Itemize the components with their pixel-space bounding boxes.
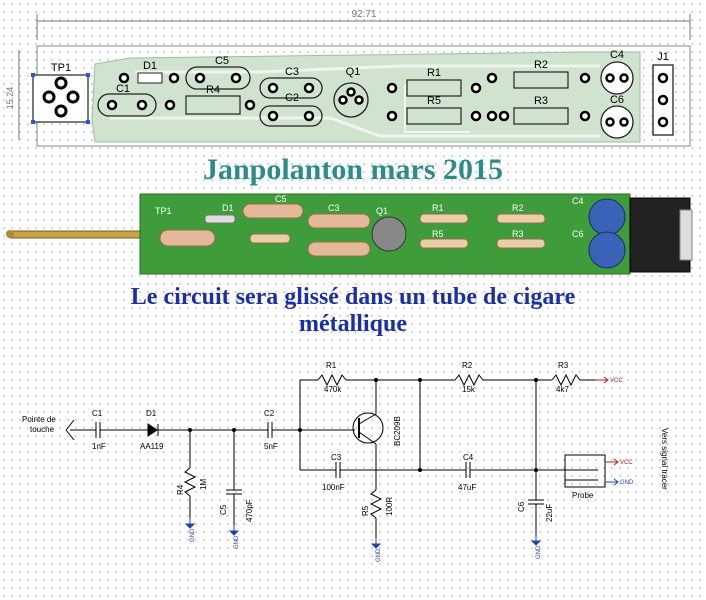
c1-ref: C1 [92,409,103,418]
c3-ref: C3 [331,453,342,462]
photo-label-d1: D1 [222,203,234,213]
r1-vcc-label: VCC [610,378,623,384]
pcb-width-dimension: 92.71 [351,9,376,20]
pcb-label-c1: C1 [116,83,130,95]
subtitle: Le circuit sera glissé dans un tube de c… [0,284,706,338]
r4-ref: R4 [176,484,185,495]
pcb-label-c4: C4 [610,49,624,61]
assembled-pcb-photo: TP1 D1 C5 C3 Q1 R1 R5 R2 R3 C4 C6 [6,193,693,275]
c5-value: 470pF [245,499,254,522]
pcb-label-q1: Q1 [346,66,361,78]
pcb-label-c3: C3 [285,66,299,78]
photo-label-r3: R3 [512,229,524,239]
c2-value: 5nF [264,442,278,451]
c6-ref: C6 [517,501,526,512]
signal-tracer-note: Vers signal tracer [660,428,669,490]
probe-tip-label-2: touche [30,425,55,434]
r5-value: 100R [385,497,394,516]
c5-ref: C5 [219,504,228,515]
d1-value: AA119 [140,442,164,451]
c4-value: 47uF [458,483,476,492]
q1-value: BC209B [393,416,402,446]
photo-label-r2: R2 [512,203,524,213]
photo-label-c6: C6 [572,229,584,239]
photo-label-q1: Q1 [376,206,388,216]
page-title: Janpolanton mars 2015 [202,153,504,186]
c2-ref: C2 [264,409,275,418]
c5-gnd-label: GND [234,535,240,549]
photo-label-tp1: TP1 [155,206,172,216]
c1-value: 1nF [92,442,106,451]
r2-value: 15k [462,385,476,394]
pcb-label-j1: J1 [657,51,669,63]
pcb-height-dimension: 15.24 [5,87,15,110]
probe-gnd-label: GND [620,480,634,486]
photo-label-c5: C5 [275,194,287,204]
schematic: Pointe de touche C1 1nF D1 AA119 C2 5nF … [22,361,669,562]
pcb-layout: 92.71 15.24 TP1 D1 C1 C5 R4 C3 C2 Q1 [5,9,691,147]
subtitle-line-1: Le circuit sera glissé dans un tube de c… [130,284,576,310]
photo-label-r1: R1 [432,203,444,213]
r3-ref: R3 [558,361,569,370]
c4-ref: C4 [463,453,474,462]
pcb-label-d1: D1 [143,60,157,72]
c3-value: 100nF [322,483,345,492]
r5-gnd-label: GND [376,548,382,562]
pcb-label-c6: C6 [610,94,624,106]
c6-gnd-label: GND [536,545,542,559]
photo-label-c3: C3 [328,203,340,213]
probe-box-label: Probe [572,491,594,500]
r4-value: 1M [199,479,208,490]
pcb-label-c5: C5 [215,55,229,67]
pcb-label-r5: R5 [427,95,441,107]
r4-gnd-label: GND [190,528,196,542]
photo-label-c4: C4 [572,196,584,206]
r2-ref: R2 [462,361,473,370]
pcb-label-r2: R2 [534,59,548,71]
pcb-label-tp1: TP1 [51,62,71,74]
pcb-label-r3: R3 [534,95,548,107]
r1-ref: R1 [326,361,337,370]
pcb-label-r4: R4 [206,84,220,96]
pcb-label-c2: C2 [285,92,299,104]
subtitle-line-2: métallique [299,311,407,337]
probe-tip-label-1: Pointe de [22,415,56,424]
c6-value: 22uF [545,504,554,522]
r3-value: 4k7 [556,385,569,394]
r5-ref: R5 [361,505,370,516]
r1-value: 470k [324,385,342,394]
photo-label-r5: R5 [432,229,444,239]
pcb-label-r1: R1 [427,67,441,79]
d1-ref: D1 [146,409,157,418]
probe-vcc-label: VCC [620,460,633,466]
